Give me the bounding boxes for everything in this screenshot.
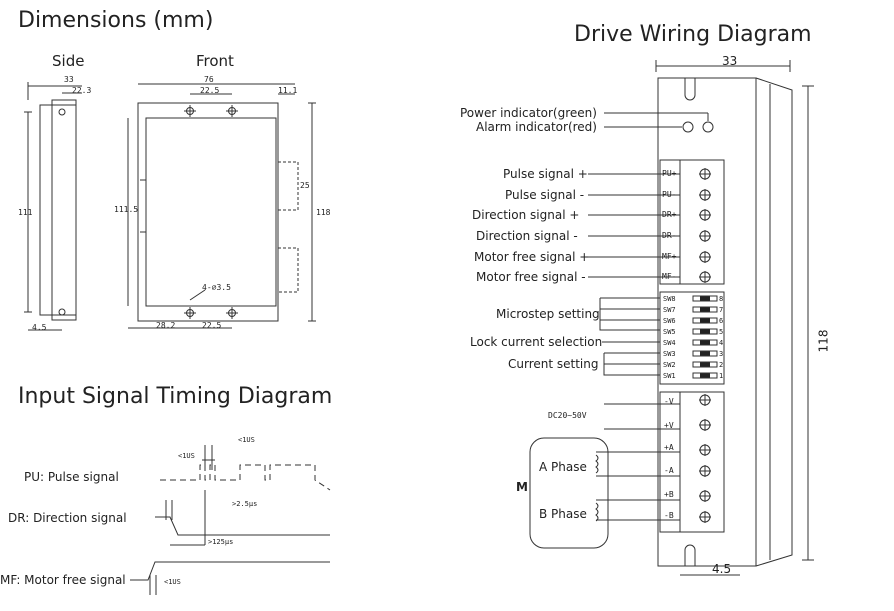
coil-b [595, 502, 599, 522]
current-bracket [603, 352, 660, 376]
sw4-label: SW4 [663, 339, 676, 347]
microstep-setting-label: Microstep setting [496, 307, 600, 321]
motor-free-minus-label: Motor free signal - [476, 270, 586, 284]
side-view-label: Side [52, 52, 85, 70]
signal-terminal-block [659, 159, 725, 285]
lock-current-label: Lock current selection [470, 335, 603, 349]
timing-title: Input Signal Timing Diagram [18, 384, 333, 409]
phase-b-label: B Phase [539, 507, 587, 521]
front-hole-note: 4-∅3.5 [202, 283, 231, 292]
sw7-number: 7 [719, 306, 724, 314]
front-hole-spacing-dim: 22.5 [200, 86, 220, 95]
timing-annotation-5: <1US [164, 578, 181, 586]
front-inner-height-dim: 111.5 [114, 205, 139, 214]
phase-b-wires [596, 499, 680, 521]
sw3-label: SW3 [663, 350, 676, 358]
top-mount-slot [684, 78, 696, 101]
wiring-height-dim: 118 [816, 329, 831, 353]
drive-front [657, 77, 757, 567]
direction-minus-label: Direction signal - [476, 229, 578, 243]
phase-a-label: A Phase [539, 460, 587, 474]
direction-plus-label: Direction signal + [472, 208, 580, 222]
power-indicator-led [682, 121, 694, 133]
terminal-plus-v: +V [664, 421, 674, 430]
front-top-right-dim: 11.1 [278, 86, 298, 95]
terminal-mf-plus: MF+ [662, 252, 677, 261]
front-view-label: Front [196, 52, 234, 70]
mf-signal-label: MF: Motor free signal [0, 573, 126, 587]
sw2-number: 2 [719, 361, 724, 369]
front-body [145, 117, 277, 307]
timing-annotation-3: >2.5μs [232, 500, 258, 508]
front-width-dim: 76 [204, 75, 214, 84]
terminal-plus-a: +A [664, 443, 674, 452]
dimensions-title: Dimensions (mm) [18, 8, 214, 33]
side-bottom-dim: 4.5 [32, 323, 47, 332]
side-flange [51, 99, 77, 321]
terminal-pu-minus: PU- [662, 190, 677, 199]
front-plate [137, 102, 279, 322]
motor-free-plus-label: Motor free signal + [474, 250, 590, 264]
signal-lines [588, 173, 680, 278]
sw7-label: SW7 [663, 306, 676, 314]
terminal-plus-b: +B [664, 490, 674, 499]
sw2-label: SW2 [663, 361, 676, 369]
wiring-bottom-dim: 4.5 [712, 562, 732, 576]
coil-a [595, 454, 599, 474]
front-total-height-dim: 118 [316, 208, 331, 217]
dip-switch-block [659, 291, 725, 385]
wiring-title: Drive Wiring Diagram [574, 22, 812, 47]
drive-side [755, 77, 793, 567]
terminal-mf-minus: MF- [662, 272, 677, 281]
power-terminal-block [659, 391, 725, 533]
timing-annotation-4: >125μs [208, 538, 234, 546]
front-slot-dim: 25 [300, 181, 310, 190]
motor-label: M [516, 480, 528, 494]
dip-switch-slots [692, 295, 718, 379]
sw1-number: 1 [719, 372, 724, 380]
current-setting-label: Current setting [508, 357, 599, 371]
sw5-number: 5 [719, 328, 724, 336]
sw6-number: 6 [719, 317, 724, 325]
dip-switch-levers [700, 296, 710, 378]
front-bottom-left-dim: 28.2 [156, 321, 176, 330]
sw5-label: SW5 [663, 328, 676, 336]
side-hole-offset-dim: 22.3 [72, 86, 92, 95]
terminal-dr-plus: DR+ [662, 210, 677, 219]
terminal-minus-v: -V [664, 397, 674, 406]
alarm-indicator-led [702, 121, 714, 133]
terminal-pu-plus: PU+ [662, 169, 677, 178]
power-indicator-label: Power indicator(green) [460, 106, 597, 120]
timing-annotation-2: <1US [178, 452, 195, 460]
sw6-label: SW6 [663, 317, 676, 325]
sw8-label: SW8 [663, 295, 676, 303]
power-supply-label: DC20~50V [548, 411, 587, 420]
microstep-bracket [599, 297, 660, 331]
dr-signal-label: DR: Direction signal [8, 511, 127, 525]
terminal-dr-minus: DR- [662, 231, 677, 240]
pulse-plus-label: Pulse signal + [503, 167, 588, 181]
bottom-mount-slot [684, 544, 696, 566]
sw4-number: 4 [719, 339, 724, 347]
sw1-label: SW1 [663, 372, 676, 380]
front-bottom-right-dim: 22.5 [202, 321, 222, 330]
pulse-minus-label: Pulse signal - [505, 188, 585, 202]
power-screws [699, 394, 711, 523]
phase-a-wires [596, 451, 680, 477]
alarm-indicator-label: Alarm indicator(red) [476, 120, 597, 134]
pu-signal-label: PU: Pulse signal [24, 470, 119, 484]
signal-screws [699, 168, 711, 283]
terminal-minus-b: -B [664, 511, 674, 520]
side-height-dim: 111 [18, 208, 33, 217]
wiring-width-dim: 33 [722, 54, 738, 68]
timing-annotation-1: <1US [238, 436, 255, 444]
terminal-minus-a: -A [664, 466, 674, 475]
side-width-dim: 33 [64, 75, 74, 84]
sw8-number: 8 [719, 295, 724, 303]
motor-outline [529, 437, 609, 549]
sw3-number: 3 [719, 350, 724, 358]
